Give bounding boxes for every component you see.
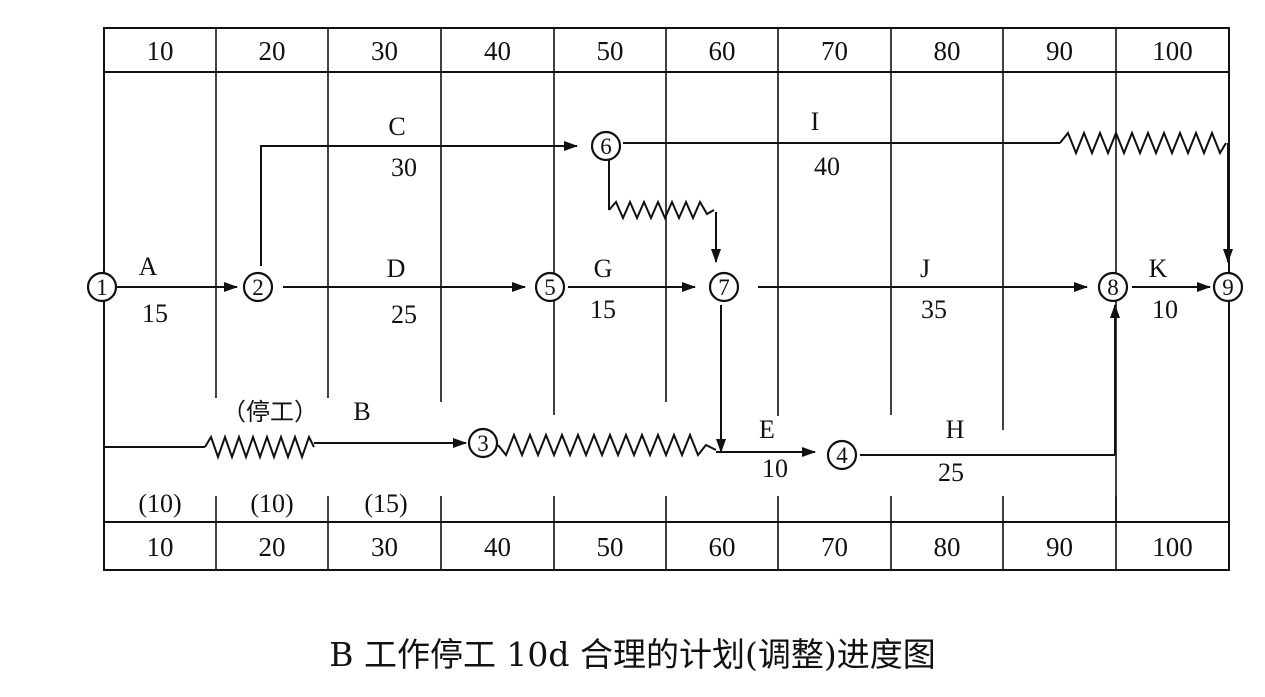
- grid-dividers: [215, 28, 1117, 570]
- bottom-tick-label-4: 50: [597, 532, 624, 562]
- activity-arrows: [104, 130, 1233, 461]
- timeline-top-scale: 10 20 30 40 50 60 70 80 90 100: [147, 36, 1193, 66]
- node-3: 3: [467, 427, 499, 459]
- top-tick-label-1: 20: [259, 36, 286, 66]
- duration-J: 35: [921, 295, 947, 324]
- bottom-tick-label-3: 40: [484, 532, 511, 562]
- b-segment-3: (15): [364, 489, 407, 518]
- timeline-bottom-scale: 10 20 30 40 50 60 70 80 90 100: [147, 532, 1193, 562]
- node-label: 7: [718, 275, 730, 300]
- top-tick-label-9: 100: [1152, 36, 1193, 66]
- top-tick-label-4: 50: [597, 36, 624, 66]
- duration-C: 30: [391, 153, 417, 182]
- label-J: J: [920, 254, 930, 283]
- wave-B-stop: [204, 433, 315, 461]
- node-circle: [590, 130, 622, 162]
- top-tick-label-5: 60: [709, 36, 736, 66]
- stop-label: （停工）: [222, 399, 318, 426]
- node-7: 7: [708, 271, 740, 303]
- node-1: 1: [86, 271, 118, 303]
- duration-A: 15: [142, 299, 168, 328]
- arrow-C: [260, 141, 578, 266]
- node-label: 4: [836, 443, 848, 468]
- bottom-tick-label-6: 70: [821, 532, 848, 562]
- node-label: 9: [1222, 275, 1234, 300]
- node-6: 6: [590, 130, 622, 162]
- bottom-tick-label-0: 10: [147, 532, 174, 562]
- node-label: 5: [544, 275, 556, 300]
- b-segment-2: (10): [250, 489, 293, 518]
- bottom-tick-label-5: 60: [709, 532, 736, 562]
- nodes: 1 2 3 4 5 6 7 8 9: [86, 130, 1244, 471]
- node-circle: [1212, 271, 1244, 303]
- duration-H: 25: [938, 458, 964, 487]
- b-segment-1: (10): [138, 489, 181, 518]
- duration-K: 10: [1152, 295, 1178, 324]
- node-2: 2: [242, 271, 274, 303]
- label-B: B: [353, 397, 370, 426]
- node-circle: [826, 439, 858, 471]
- label-E: E: [759, 415, 775, 444]
- node-circle: [467, 427, 499, 459]
- node-circle: [708, 271, 740, 303]
- node-9: 9: [1212, 271, 1244, 303]
- bottom-tick-label-7: 80: [934, 532, 961, 562]
- node-circle: [1097, 271, 1129, 303]
- top-tick-label-3: 40: [484, 36, 511, 66]
- wave-I: [1059, 130, 1227, 156]
- top-tick-label-8: 90: [1046, 36, 1073, 66]
- wave-6-7: [608, 199, 715, 221]
- node-5: 5: [534, 271, 566, 303]
- activity-labels: A 15 C 30 I 40 D 25 G 15 J 35 K 10 （停工） …: [138, 107, 1178, 518]
- label-H: H: [946, 415, 965, 444]
- bottom-tick-label-9: 100: [1152, 532, 1193, 562]
- label-G: G: [594, 254, 613, 283]
- node-label: 2: [252, 275, 264, 300]
- node-label: 3: [477, 431, 489, 456]
- diagram-caption: B 工作停工 10d 合理的计划(调整)进度图: [329, 635, 936, 674]
- node-circle: [242, 271, 274, 303]
- node-label: 8: [1107, 275, 1119, 300]
- top-tick-label-2: 30: [371, 36, 398, 66]
- node-circle: [534, 271, 566, 303]
- label-I: I: [811, 107, 820, 136]
- wave-3: [497, 432, 717, 458]
- label-D: D: [387, 254, 406, 283]
- label-K: K: [1149, 254, 1168, 283]
- bottom-tick-label-1: 20: [259, 532, 286, 562]
- label-C: C: [388, 112, 405, 141]
- label-A: A: [139, 252, 158, 281]
- duration-E: 10: [762, 454, 788, 483]
- node-label: 6: [600, 134, 612, 159]
- node-circle: [86, 271, 118, 303]
- duration-I: 40: [814, 152, 840, 181]
- top-tick-label-6: 70: [821, 36, 848, 66]
- top-tick-label-0: 10: [147, 36, 174, 66]
- top-tick-label-7: 80: [934, 36, 961, 66]
- duration-G: 15: [590, 295, 616, 324]
- bottom-tick-label-2: 30: [371, 532, 398, 562]
- duration-D: 25: [391, 300, 417, 329]
- node-4: 4: [826, 439, 858, 471]
- node-8: 8: [1097, 271, 1129, 303]
- node-label: 1: [96, 275, 108, 300]
- bottom-tick-label-8: 90: [1046, 532, 1073, 562]
